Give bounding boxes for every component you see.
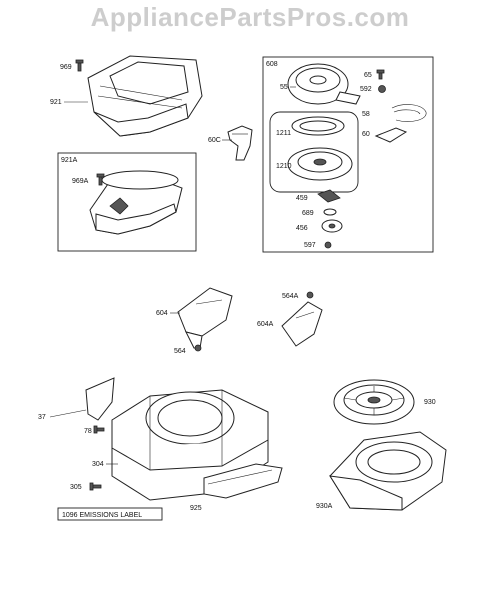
screw-65-icon (376, 69, 385, 80)
label-969A: 969A (72, 178, 89, 185)
label-921: 921 (50, 99, 62, 106)
screw-564A-icon (306, 291, 314, 299)
dog-459-drawing[interactable] (317, 189, 341, 203)
label-604: 604 (156, 310, 168, 317)
label-459: 459 (296, 195, 308, 202)
label-1210: 1210 (276, 163, 292, 170)
box-921A-label: 921A (61, 157, 78, 164)
grille-930-drawing[interactable] (333, 379, 415, 425)
label-592: 592 (360, 86, 372, 93)
box-921A-frame (57, 152, 197, 252)
label-58: 58 (362, 111, 370, 118)
label-65: 65 (364, 72, 372, 79)
baffle-37-drawing[interactable] (85, 377, 115, 421)
label-1211: 1211 (276, 130, 291, 137)
guard-604-drawing[interactable] (177, 287, 233, 349)
starter-housing-55-drawing[interactable] (287, 63, 361, 105)
label-925: 925 (190, 505, 202, 512)
label-969: 969 (60, 64, 72, 71)
label-456: 456 (296, 225, 308, 232)
cover-921A-drawing[interactable] (89, 170, 183, 235)
pulley-1210-drawing[interactable] (287, 147, 353, 181)
screw-969A-icon (96, 173, 105, 186)
label-37: 37 (38, 414, 46, 421)
rope-58-drawing[interactable] (391, 104, 427, 122)
screw-305-icon (89, 482, 102, 491)
handle-60-drawing[interactable] (374, 127, 408, 143)
label-564A: 564A (282, 293, 299, 300)
site-watermark: AppliancePartsPros.com (90, 2, 410, 32)
label-564: 564 (174, 348, 186, 355)
screw-597-icon (324, 241, 332, 249)
guard-604A-drawing[interactable] (281, 301, 323, 347)
spring-1211-drawing[interactable] (291, 116, 345, 136)
label-930: 930 (424, 399, 436, 406)
bracket-60C-drawing[interactable] (227, 125, 253, 161)
box-spring-frame (269, 111, 359, 193)
spring-689-drawing[interactable] (323, 208, 337, 216)
emissions-label-frame (57, 507, 163, 521)
label-305: 305 (70, 484, 82, 491)
label-304: 304 (92, 461, 104, 468)
cover-930A-drawing[interactable] (329, 431, 447, 511)
label-689: 689 (302, 210, 314, 217)
label-60C: 60C (208, 137, 221, 144)
emissions-label-text: 1096 EMISSIONS LABEL (62, 512, 142, 519)
label-604A: 604A (257, 321, 274, 328)
screw-564-icon (194, 344, 202, 352)
label-60: 60 (362, 131, 370, 138)
screw-969-icon (75, 59, 84, 72)
screw-78-icon (93, 425, 105, 434)
box-608-frame (262, 56, 434, 253)
cover-921-drawing[interactable] (87, 55, 203, 137)
label-78: 78 (84, 428, 92, 435)
label-597: 597 (304, 242, 316, 249)
nut-592-icon (378, 85, 386, 93)
retainer-456-drawing[interactable] (321, 219, 343, 233)
box-608-label: 608 (266, 61, 278, 68)
label-930A: 930A (316, 503, 333, 510)
label-55: 55 (280, 84, 288, 91)
guard-925-drawing[interactable] (203, 463, 283, 499)
